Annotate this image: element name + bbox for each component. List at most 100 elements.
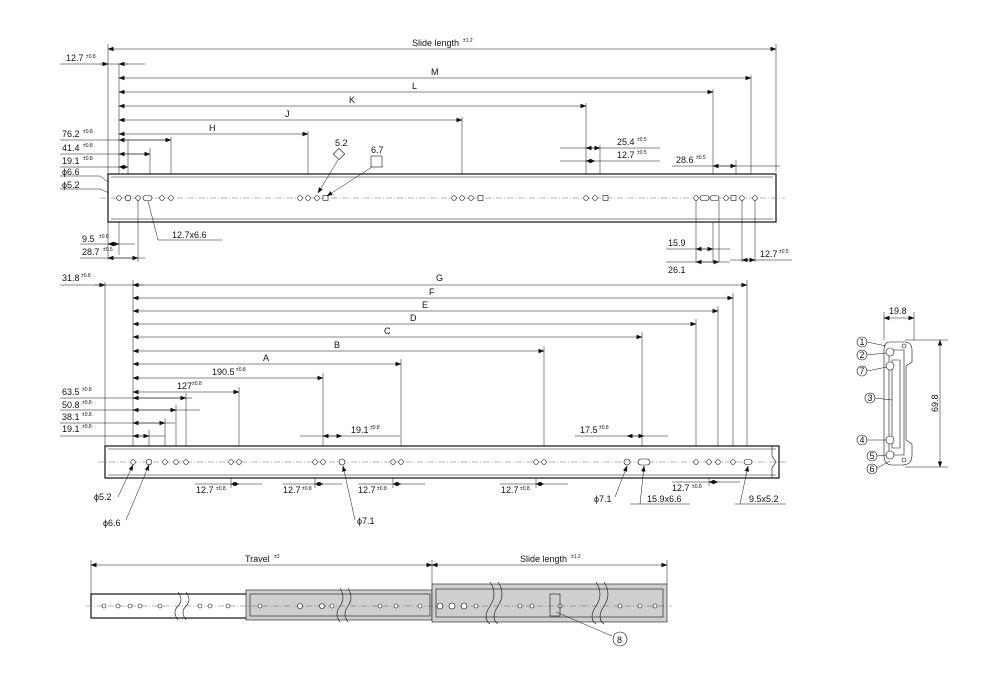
bottom-dim-tol: ±0.8 — [520, 486, 530, 492]
dim-12-7-end: 12.7 — [760, 249, 778, 259]
left-dim-value: 50.8 — [62, 400, 80, 410]
dim-9-5: 9.5 — [82, 234, 95, 244]
left-dim-value: 63.5 — [62, 387, 80, 397]
left-dim-tol: ±0.8 — [82, 387, 92, 393]
square-hole-icon — [370, 155, 383, 168]
left-dim-value: 19.1 — [62, 156, 80, 166]
slot-9-5-label: 9.5x5.2 — [749, 494, 779, 504]
left-dim-tol: ±0.8 — [82, 400, 92, 406]
dim-letter: D — [410, 313, 417, 323]
dim-letter: H — [209, 123, 216, 133]
dim-28-6: 28.6 — [676, 155, 694, 165]
callout-7: 7 — [856, 365, 888, 377]
dim-12-7-tol: ±0.5 — [637, 150, 647, 156]
dim-25-4-tol: ±0.5 — [637, 137, 647, 143]
dim-15-9: 15.9 — [668, 238, 686, 248]
callout-6: 6 — [866, 460, 891, 475]
section-profile — [883, 341, 913, 466]
section-width: 19.8 — [889, 306, 907, 316]
left-dim-tol: ±0.8 — [82, 424, 92, 430]
left-dim-tol: ±0.8 — [83, 143, 93, 149]
svg-text:6: 6 — [870, 464, 875, 474]
square-52-label: 5.2 — [335, 138, 348, 148]
dim-28-7-tol: ±0.5 — [103, 247, 113, 253]
slot-15-9-label: 15.9x6.6 — [647, 494, 682, 504]
left-dim-tol: ±0.8 — [82, 412, 92, 418]
dim-letter: C — [384, 326, 391, 336]
left-dim-tol: ±0.8 — [83, 129, 93, 135]
intermediate-member — [245, 589, 433, 621]
dim-127: 127 — [177, 381, 192, 391]
svg-text:3: 3 — [868, 393, 873, 403]
dim-letter: B — [334, 340, 340, 350]
dim-25-4: 25.4 — [617, 137, 635, 147]
extended-view: Travel ±3 Slide length ±1.2 — [86, 554, 672, 647]
bottom-dim-tol: ±0.8 — [302, 486, 312, 492]
slide-length-label: Slide length — [412, 38, 459, 48]
callout-2: 2 — [856, 349, 887, 361]
left-dim-tol: ±0.8 — [83, 156, 93, 162]
mounting-holes-top — [116, 194, 758, 202]
bottom-dim: 12.7 — [196, 485, 214, 495]
callout-8: 8 — [612, 631, 628, 647]
svg-text:5: 5 — [870, 451, 875, 461]
outer-member — [431, 583, 668, 623]
bottom-dim: 12.7 — [283, 485, 301, 495]
dim-17-5: 17.5 — [580, 425, 598, 435]
travel-tol: ±3 — [274, 554, 280, 560]
dim-190-5-tol: ±0.8 — [236, 367, 246, 373]
start-offset-label: 31.8 — [62, 273, 80, 283]
dim-19-1-tol: ±0.8 — [370, 425, 380, 431]
dim-19-1: 19.1 — [351, 425, 369, 435]
square-hole-icon — [332, 147, 346, 161]
mounting-holes-middle — [130, 458, 753, 466]
dim-127-tol: ±0.8 — [192, 381, 202, 387]
dim-letter: L — [412, 81, 417, 91]
svg-text:1: 1 — [860, 337, 865, 347]
bottom-dim-tol: ±0.8 — [377, 486, 387, 492]
left-dim-value: 41.4 — [62, 143, 80, 153]
slide-length-label-2: Slide length — [520, 554, 567, 564]
callout-5: 5 — [866, 450, 887, 462]
dim-12-7-end-tol: ±0.5 — [779, 249, 789, 255]
bottom-dim-tol: ±0.8 — [692, 484, 702, 490]
dim-letter: G — [436, 273, 443, 283]
dim-9-5-tol: ±0.8 — [99, 234, 109, 240]
slide-length-tol: ±1.2 — [463, 38, 473, 44]
phi-7-1-label: ϕ7.1 — [357, 516, 375, 526]
callout-3: 3 — [864, 392, 893, 404]
bottom-dim: 12.7 — [501, 485, 519, 495]
extended-holes — [101, 602, 658, 610]
dim-12-7: 12.7 — [617, 150, 635, 160]
dim-letter: A — [263, 353, 269, 363]
hole-dia-label: ϕ6.6 — [62, 167, 80, 177]
callout-4: 4 — [856, 434, 886, 446]
travel-label: Travel — [245, 554, 270, 564]
bottom-dim: 12.7 — [358, 485, 376, 495]
left-dim-value: 19.1 — [62, 424, 80, 434]
dim-190-5: 190.5 — [212, 367, 235, 377]
callout-1: 1 — [856, 336, 887, 348]
start-offset-tol: ±0.8 — [81, 273, 91, 279]
dim-letter: F — [429, 287, 435, 297]
dim-28-6-tol: ±0.5 — [696, 155, 706, 161]
cross-section-view: 19.8 69.8 1 2 7 3 — [856, 306, 948, 475]
phi-6-6-label: ϕ6.6 — [103, 518, 121, 528]
svg-text:2: 2 — [860, 350, 865, 360]
bottom-dim-tol: ±0.8 — [216, 486, 226, 492]
slide-length-tol-2: ±1.2 — [571, 554, 581, 560]
left-dim-value: 76.2 — [62, 129, 80, 139]
top-view: Slide length ±1.2 12.7 ±0.8 M L K J H 76… — [60, 38, 792, 275]
svg-text:8: 8 — [617, 635, 622, 645]
phi-5-2-label: ϕ5.2 — [94, 492, 112, 502]
svg-text:7: 7 — [860, 366, 865, 376]
dim-letter: E — [422, 300, 428, 310]
hole-dia-label: ϕ5.2 — [62, 180, 80, 190]
svg-text:4: 4 — [860, 435, 865, 445]
bottom-dim: 12.7 — [672, 483, 690, 493]
dim-26-1: 26.1 — [668, 265, 686, 275]
dim-letter: M — [431, 67, 439, 77]
square-67-label: 6.7 — [371, 145, 384, 155]
dim-letter: K — [349, 95, 355, 105]
